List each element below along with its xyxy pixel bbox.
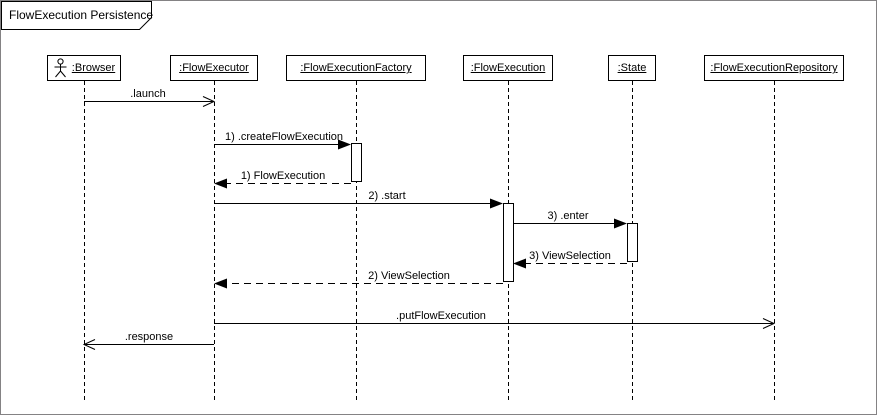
lifeline-flow-executor-label: :FlowExecutor (179, 62, 249, 74)
message-create-flow-execution-label: 1) .createFlowExecution (225, 131, 343, 143)
lifeline-browser-box: :Browser (47, 55, 121, 81)
frame-title-tab-shape (1, 1, 152, 30)
message-return-view-selection-state-label: 3) ViewSelection (529, 250, 611, 262)
frame-title-tab (1, 1, 152, 30)
lifeline-flow-execution-repository-label: :FlowExecutionRepository (710, 62, 838, 74)
message-launch-label: .launch (130, 88, 165, 100)
message-response-arrowhead-open (82, 339, 96, 350)
lifeline-state-label: :State (617, 62, 647, 74)
message-create-flow-execution-arrowhead-filled (338, 139, 351, 150)
message-return-view-selection-executor-arrowhead-filled (214, 278, 227, 289)
lifeline-flow-execution-factory-box: :FlowExecutionFactory (286, 55, 426, 81)
lifeline-browser-label: :Browser (71, 62, 116, 74)
activation-flow-execution-factory (351, 143, 362, 182)
message-return-flow-execution-label: 1) FlowExecution (241, 170, 325, 182)
message-put-flow-execution-label: .putFlowExecution (396, 310, 486, 322)
activation-flow-execution (503, 203, 514, 282)
lifeline-flow-executor-box: :FlowExecutor (170, 55, 258, 81)
lifeline-flow-execution-label: :FlowExecution (470, 62, 546, 74)
actor-icon (54, 58, 67, 78)
message-enter-label: 3) .enter (548, 210, 589, 222)
message-launch-arrowhead-open (202, 96, 216, 107)
message-return-view-selection-state-arrowhead-filled (513, 258, 526, 269)
lifeline-flow-execution-box: :FlowExecution (463, 55, 553, 81)
lifeline-flow-execution-repository-box: :FlowExecutionRepository (704, 55, 844, 81)
message-put-flow-execution-arrowhead-open (762, 318, 776, 329)
frame-title: FlowExecution Persistence (9, 8, 154, 22)
message-return-view-selection-executor-label: 2) ViewSelection (368, 270, 450, 282)
message-start-label: 2) .start (368, 190, 405, 202)
message-response-label: .response (125, 331, 173, 343)
activation-state (627, 223, 638, 262)
message-enter-arrowhead-filled (614, 218, 627, 229)
lifeline-flow-execution-factory-label: :FlowExecutionFactory (300, 62, 412, 74)
message-return-flow-execution-arrowhead-filled (214, 178, 227, 189)
lifeline-state-box: :State (608, 55, 656, 81)
message-start-arrowhead-filled (490, 198, 503, 209)
